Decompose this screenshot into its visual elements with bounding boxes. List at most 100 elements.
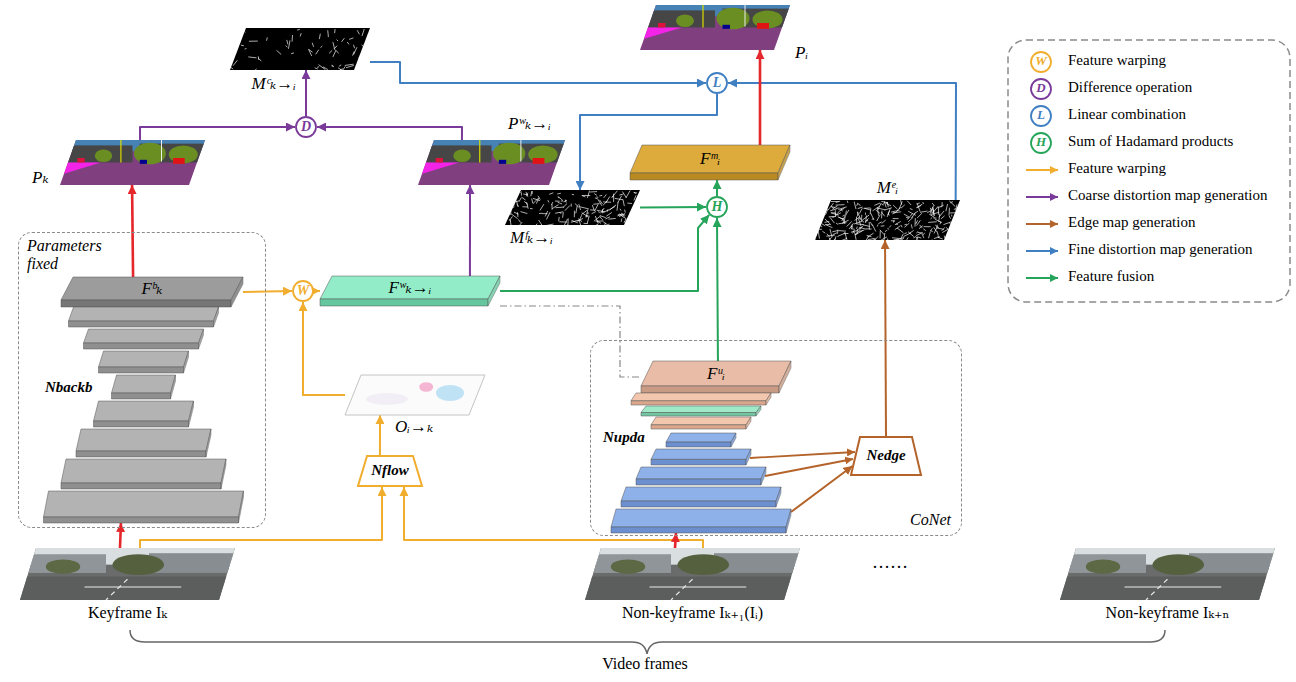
shape-part <box>895 226 901 230</box>
shape-part <box>931 205 934 210</box>
connector-arrow <box>640 206 706 209</box>
shape-part <box>916 205 921 207</box>
shape-part <box>641 361 791 386</box>
shape-part <box>923 229 926 231</box>
legend-line-sample <box>1026 169 1058 171</box>
shape-part <box>904 214 910 217</box>
shape-part <box>633 214 636 215</box>
legend-text: Feature warping <box>1068 52 1166 69</box>
shape-part <box>540 204 544 210</box>
shape-part <box>866 228 871 229</box>
connector-arrow <box>379 415 381 455</box>
legend-text: Edge map generation <box>1068 214 1195 231</box>
shape-part <box>520 212 527 214</box>
shape-part <box>241 28 246 32</box>
shape-part <box>891 220 895 221</box>
shape-part <box>548 200 549 202</box>
shape-part <box>358 66 360 70</box>
shape-part <box>825 224 832 227</box>
video-frame-shape <box>20 548 235 600</box>
shape-part <box>822 231 825 233</box>
shape-part <box>340 68 343 70</box>
shape-part <box>288 40 290 48</box>
shape-part <box>866 218 869 221</box>
shape-part <box>906 217 909 218</box>
node-caption: Oᵢ→ₖ <box>395 417 433 437</box>
connector-arrow <box>314 290 320 292</box>
shape-part <box>882 220 886 223</box>
shape-part <box>592 212 596 214</box>
shape-part <box>571 204 572 207</box>
shape-part <box>858 218 861 226</box>
shape-part <box>436 158 443 163</box>
shape-part <box>857 203 858 205</box>
shape-part <box>312 43 313 47</box>
connector-arrow <box>317 127 462 140</box>
shape-part <box>505 194 510 195</box>
shape-part <box>828 236 833 242</box>
shape-part <box>248 56 256 58</box>
shape-part <box>897 238 904 242</box>
legend-line-sample <box>1026 196 1058 198</box>
shape-part <box>944 236 945 240</box>
shape-part <box>579 221 581 229</box>
shape-part <box>320 46 322 48</box>
shape-part <box>918 232 923 234</box>
shape-part <box>60 163 101 176</box>
shape-part <box>619 213 625 216</box>
shape-part <box>867 233 873 237</box>
shape-part <box>161 140 162 162</box>
shape-part <box>893 218 899 219</box>
edge-feature-line <box>765 459 853 476</box>
legend-line-sample <box>1026 250 1058 252</box>
shape-part <box>189 401 194 427</box>
shape-part <box>366 393 408 405</box>
shape-part <box>533 199 538 204</box>
shape-part <box>1146 579 1168 600</box>
shape-part <box>84 329 204 343</box>
legend-symbol <box>1031 79 1051 99</box>
shape-part <box>602 210 609 213</box>
shape-part <box>825 209 828 215</box>
shape-part <box>845 211 847 215</box>
shape-part <box>320 276 500 299</box>
shape-part <box>542 213 547 214</box>
shape-part <box>957 234 959 236</box>
shape-part <box>358 57 360 63</box>
shape-part <box>585 548 800 600</box>
shape-part <box>746 449 751 465</box>
shape-part <box>916 220 918 224</box>
shape-part <box>517 212 519 217</box>
shape-part <box>628 213 634 217</box>
network-stack: Nupda <box>601 393 791 533</box>
shape-part <box>707 197 727 217</box>
shape-part <box>826 235 835 236</box>
shape-part <box>865 236 869 241</box>
shape-part <box>510 206 512 211</box>
text-holder: Nflow <box>357 455 423 487</box>
shape-part <box>838 223 846 224</box>
shape-part <box>319 34 321 39</box>
shape-part <box>516 201 518 207</box>
connector-arrow <box>884 240 887 436</box>
shape-part <box>327 30 329 37</box>
operator-circle: D <box>295 116 317 138</box>
shape-part <box>600 200 603 204</box>
shape-part <box>835 236 836 241</box>
shape-part <box>522 206 528 207</box>
shape-part <box>339 65 341 66</box>
connector-arrow <box>716 180 718 196</box>
shape-part <box>112 554 164 575</box>
video-frame: Non-keyframe Iₖ₊₁(Iᵢ) <box>585 548 800 600</box>
shape-part <box>69 321 214 327</box>
shape-part <box>171 375 176 399</box>
node-text: L <box>713 75 722 91</box>
shape-part <box>930 228 932 231</box>
shape-part <box>345 64 354 65</box>
shape-part <box>640 5 790 50</box>
shape-part <box>949 201 955 207</box>
shape-part <box>253 69 256 74</box>
shape-part <box>949 223 957 225</box>
shape-part <box>287 40 288 44</box>
shape-part <box>585 577 800 600</box>
